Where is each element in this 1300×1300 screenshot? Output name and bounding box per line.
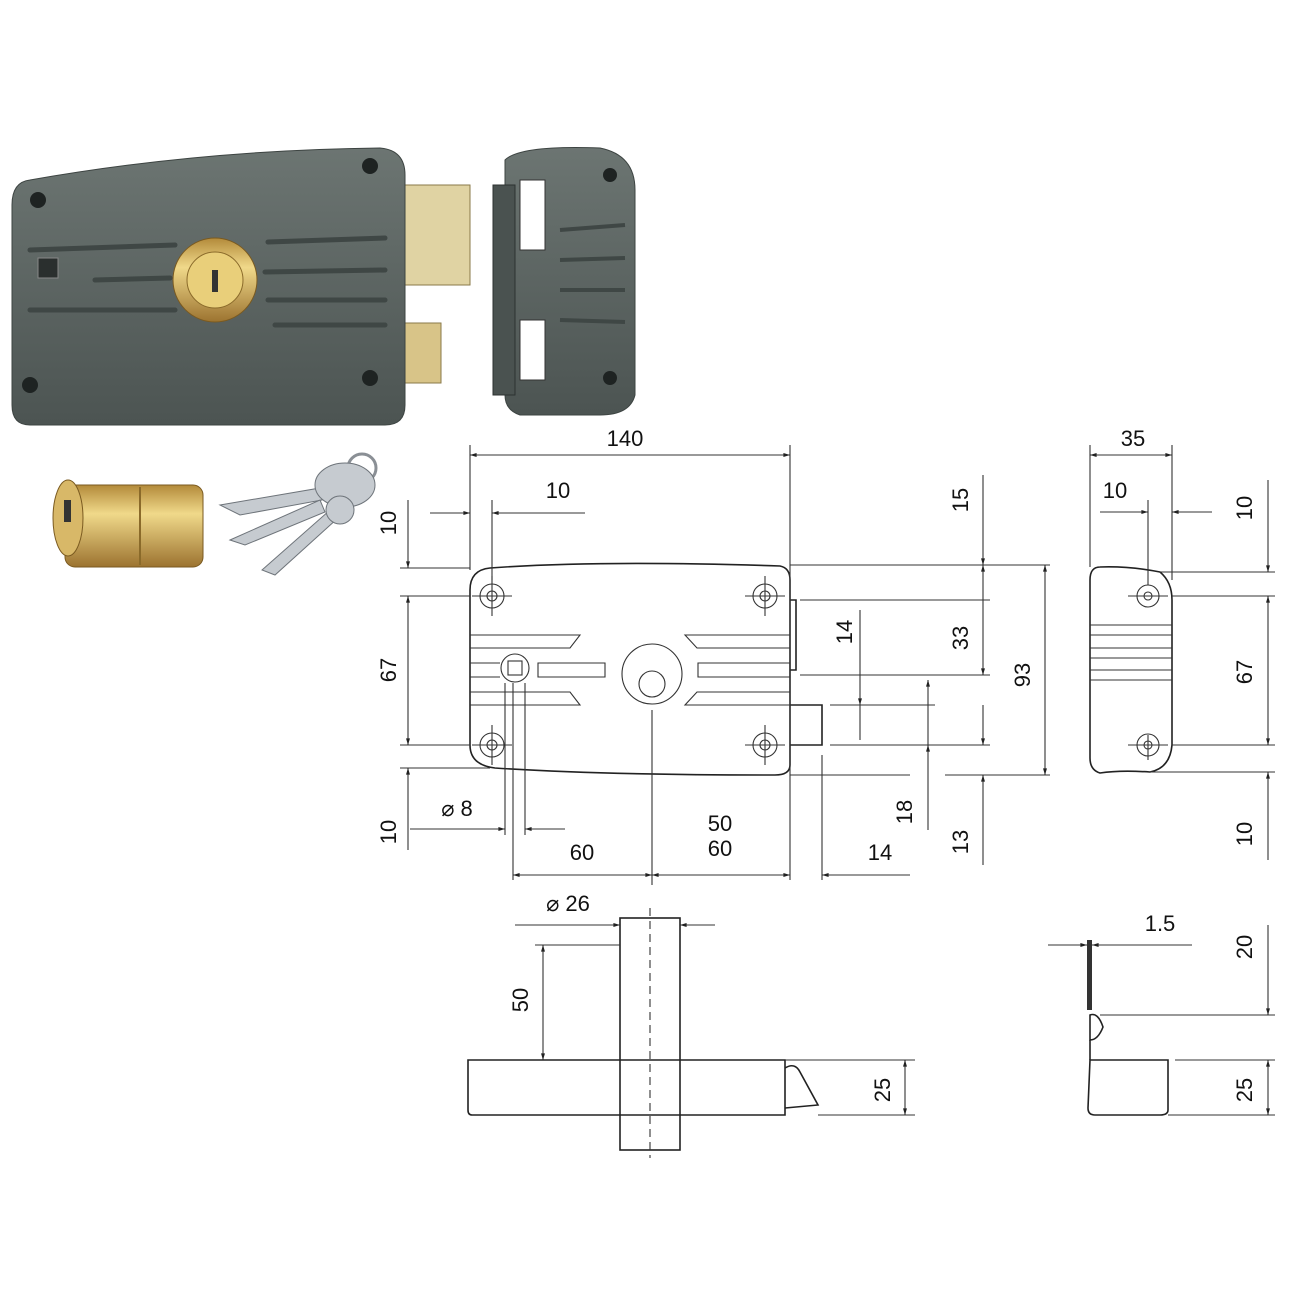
keys-photo [218,452,378,576]
dim-backset-60: 60 [708,836,732,861]
front-view-drawing: 140 10 10 67 10 ⌀ 8 60 50 60 14 14 18 15… [376,426,1050,885]
dim-bolt-side-height: 25 [1232,1078,1257,1102]
screw-hole-icon [22,158,378,393]
spindle-square-icon [37,257,59,279]
dim-depth: 35 [1121,426,1145,451]
dim-backset-50: 50 [708,811,732,836]
dim-bolt-projection: 14 [868,840,892,865]
keeper-photo [492,147,636,416]
dim-latch-gap: 20 [1232,935,1257,959]
dim-bottom-margin: 10 [376,820,401,844]
dim-bolt-view-height: 25 [870,1078,895,1102]
dim-height: 93 [1010,663,1035,687]
dim-plate-thickness: 1.5 [1145,911,1176,936]
dim-bolt-height: 18 [892,800,917,824]
dim-top-margin: 10 [376,511,401,535]
dim-cylinder-length: 50 [508,988,533,1012]
dim-side-hole-spacing: 67 [1232,660,1257,684]
dim-hole-spacing: 67 [376,658,401,682]
bolt-side-view-drawing: 1.5 20 25 [1048,911,1275,1116]
keyhole-icon [212,270,218,292]
dim-spindle-to-cylinder: 60 [570,840,594,865]
dim-side-hole-offset: 10 [1103,478,1127,503]
bolt-view-drawing: ⌀ 26 50 25 [467,891,915,1158]
dim-spindle-diameter: ⌀ 8 [441,796,473,821]
dim-cylinder-diameter: ⌀ 26 [546,891,590,916]
lock-photo [11,147,471,426]
dim-bottom-offset: 13 [948,830,973,854]
dim-latch-offset: 33 [948,626,973,650]
dim-top-offset: 15 [948,488,973,512]
dim-hole-offset: 10 [546,478,570,503]
dim-side-bottom-margin: 10 [1232,822,1257,846]
dim-latch-height: 14 [832,620,857,644]
dim-width: 140 [607,426,644,451]
side-view-drawing: 35 10 10 67 10 [1089,426,1275,860]
dim-side-top-margin: 10 [1232,496,1257,520]
cylinder-photo [52,479,204,568]
